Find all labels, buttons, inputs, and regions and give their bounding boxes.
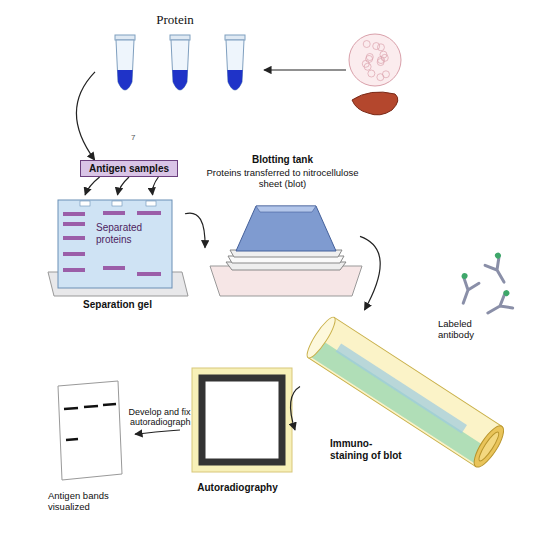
autoradiography-film: [192, 368, 292, 472]
arrow-label: Develop and fix autoradiograph: [125, 407, 191, 429]
arrow-path: [360, 236, 380, 310]
flow-arrow: [185, 213, 205, 248]
arrow-path: [135, 430, 180, 434]
stage-text: Antigen bands visualized: [48, 490, 130, 513]
tissue-source: [264, 34, 401, 115]
flow-arrow: [135, 430, 180, 434]
flow-arrow: [85, 177, 158, 195]
stage-text: Protein: [95, 12, 255, 28]
separation-gel: [48, 200, 188, 296]
arrow-path: [291, 387, 300, 431]
stage-caption: Blotting tank: [205, 154, 360, 166]
stray-mark: 7: [131, 133, 151, 143]
antibody-label: Labeled antibody: [438, 318, 510, 341]
stage-caption: Autoradiography: [180, 482, 295, 494]
blotting-tank: [210, 206, 362, 296]
stage-text: Proteins transferred to nitrocellulose s…: [205, 167, 360, 190]
arrow-path: [85, 177, 100, 195]
staining-tube: [303, 314, 509, 471]
stage-text: Separation gel: [55, 299, 180, 311]
arrow-path: [118, 177, 130, 195]
process-stage: Protein: [95, 12, 255, 100]
arrow-path: [76, 72, 95, 160]
process-stage: Immuno-staining of blot: [300, 310, 515, 480]
flow-arrow: [291, 387, 300, 431]
sample-tubes: [115, 35, 245, 90]
labeled-antibody-icons: [453, 252, 517, 320]
label-box: Antigen samples: [80, 160, 178, 177]
flow-arrow: [360, 236, 380, 310]
stage-caption: Immuno-staining of blot: [330, 438, 410, 462]
process-stage: Antigen bands visualized: [40, 375, 135, 523]
process-stage: Autoradiography: [180, 360, 295, 500]
arrow-path: [152, 177, 158, 195]
box-label: Antigen samples: [89, 163, 169, 174]
flow-arrow: [76, 72, 95, 160]
process-stage: Separated proteinsSeparation gel: [50, 195, 185, 320]
result-sheet: [58, 381, 122, 480]
process-stage: Blotting tankProteins transferred to nit…: [205, 154, 360, 296]
stage-text: Separated proteins: [96, 222, 170, 246]
arrow-path: [185, 213, 205, 248]
